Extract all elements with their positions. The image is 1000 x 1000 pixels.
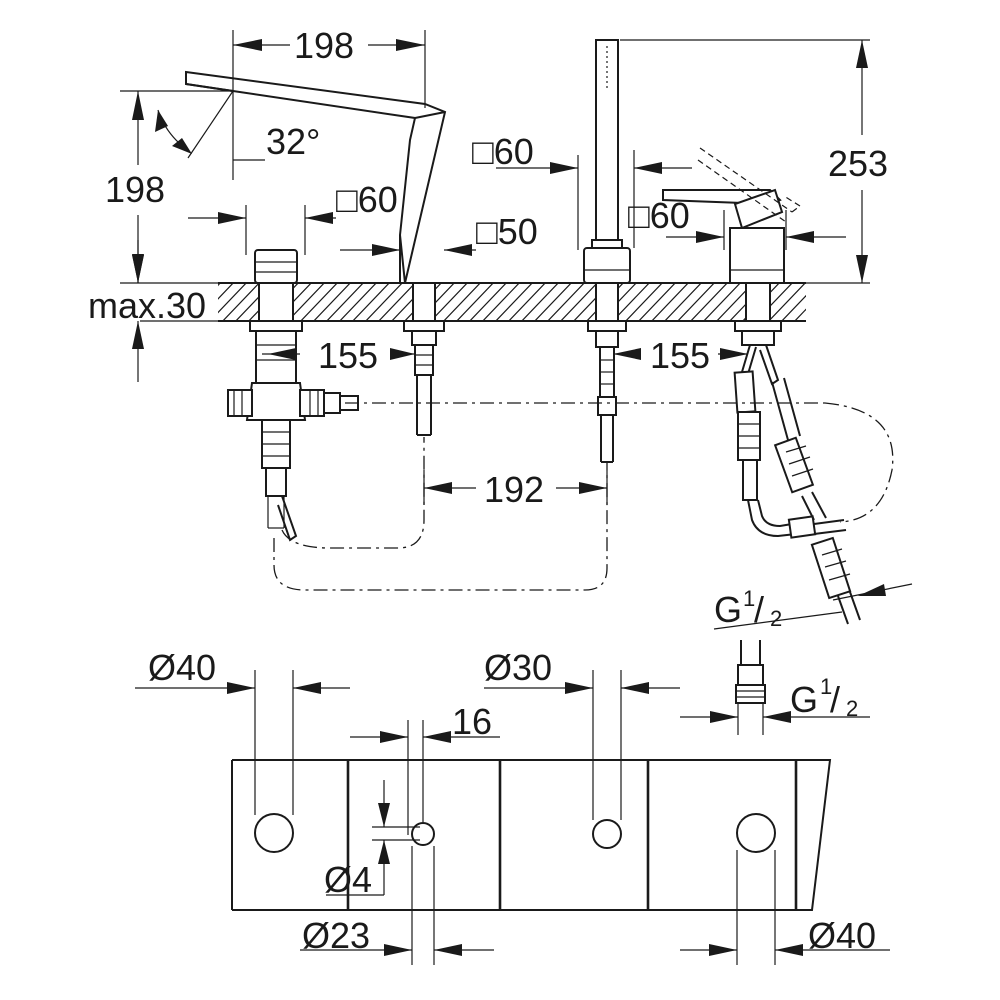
dim-square-50: □50 [476,211,538,252]
hatch-line [817,279,861,325]
dim-max-deck: max.30 [88,285,206,326]
dim-spacing: 192 [484,469,544,510]
hatch-line [767,283,806,321]
dim-min-left: 155 [318,335,378,376]
hatch-line [455,283,495,321]
hatch-line [637,283,677,321]
dim-spout-height: 198 [105,169,165,210]
hatch-line [689,283,729,321]
thread-b-numerator: 1 [820,674,832,699]
hatch-line [507,283,547,321]
dim-spout-angle: 32° [266,121,320,162]
hatch-line [218,283,235,300]
labels: 198 198 32° □60 □60 □50 □60 253 max.30 1… [88,25,888,956]
hatch-line [624,283,664,321]
hatch-line [804,279,848,325]
hatch-line [218,283,248,314]
hatch-line [793,308,806,321]
hatch-line [780,294,806,321]
dim-min-right: 155 [650,335,710,376]
hatch-line [830,279,874,325]
hatch-line [494,283,534,321]
spout [185,70,447,436]
hatch-line [533,283,573,321]
dim-square-60-a: □60 [472,131,534,172]
dim-spout-width: 198 [294,25,354,66]
thread-a-label: G [714,589,742,630]
thread-b-slash: / [830,679,840,720]
dimensions-top [120,30,913,630]
hatch-line [338,283,378,321]
hatch-line [325,283,365,321]
handshower [583,39,631,463]
thread-b-label: G [790,679,818,720]
hatch-line [442,283,482,321]
dim-hole-4: Ø4 [324,859,372,900]
dim-hole-40-left: Ø40 [148,647,216,688]
hatch-line [546,283,586,321]
hatch-line [351,283,391,321]
hatch-line [663,283,703,321]
hatch-line [481,283,521,321]
hatch-line [221,283,261,321]
hatch-line [468,283,508,321]
hatch-line [650,283,690,321]
hatch-line [702,283,742,321]
thread-a-slash: / [754,589,764,630]
thread-a-denominator: 2 [770,606,782,631]
hose-paths [273,402,894,591]
dim-hole-30: Ø30 [484,647,552,688]
dim-hole-40-right: Ø40 [808,915,876,956]
hatch-line [676,283,716,321]
mixer [662,147,861,625]
hatch-line [312,283,352,321]
dim-square-60-b: □60 [336,179,398,220]
hatch-line [299,283,339,321]
thread-a-numerator: 1 [743,586,755,611]
dim-handshower-height: 253 [828,143,888,184]
hatch-line [364,283,404,321]
left-valve [227,249,359,542]
dim-hole-23: Ø23 [302,915,370,956]
hatch-line [377,283,417,321]
hole-layout [135,640,890,965]
hatch-line [559,283,599,321]
dim-offset-16: 16 [452,701,492,742]
thread-b-denominator: 2 [846,696,858,721]
dim-square-60-c: □60 [628,195,690,236]
hatch-line [520,283,560,321]
